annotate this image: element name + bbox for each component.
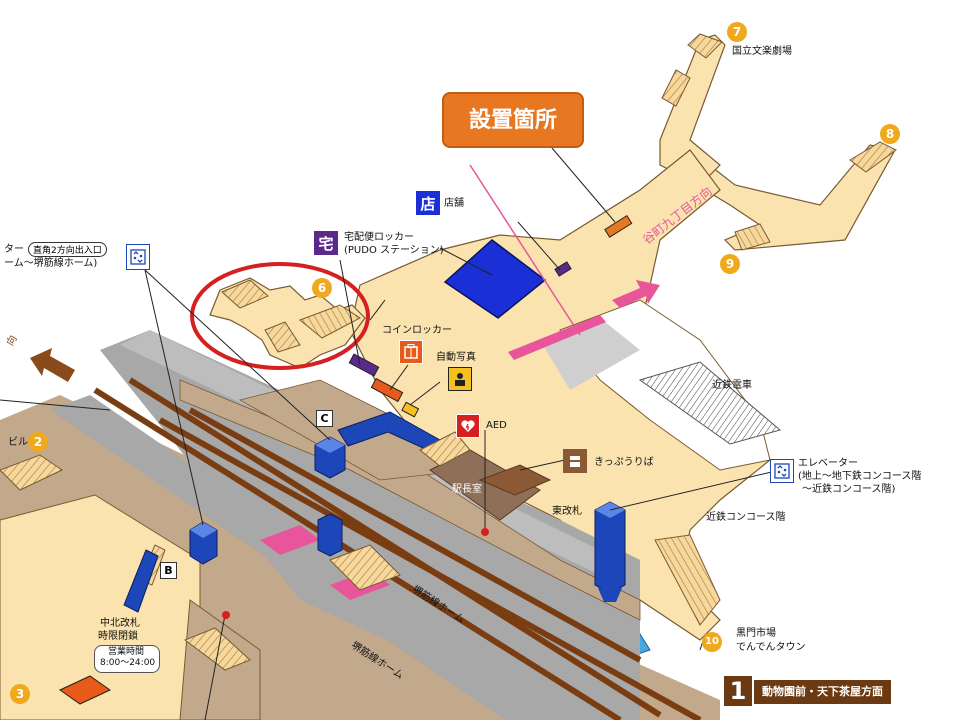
coin-locker-icon — [399, 340, 423, 364]
label-naka-kita-line2: 時限閉鎖 — [98, 631, 138, 642]
stair-mid — [329, 544, 401, 591]
label-elevator-line1: エレベーター — [798, 458, 858, 469]
label-east-gate: 東改札 — [552, 506, 582, 517]
shop-icon: 店 — [416, 191, 440, 215]
tag-right-angle-exit: 直角2方向出入口 — [28, 242, 107, 257]
exit-1-label: 動物園前・天下茶屋方面 — [754, 680, 891, 704]
label-ticket-sales: きっぷうりば — [594, 457, 654, 468]
label-kuromon-line1: 黒門市場 — [736, 628, 776, 639]
takuhai-locker-icon: 宅 — [314, 231, 338, 255]
label-takuhai-line1: 宅配便ロッカー — [344, 232, 414, 243]
label-shop: 店舗 — [444, 198, 464, 209]
exit-badge-7: 7 — [727, 22, 747, 42]
label-coin-locker: コインロッカー — [382, 325, 452, 336]
exit-letter-b: B — [160, 562, 177, 579]
exit-3-stair — [59, 675, 111, 705]
hours-box — [94, 645, 160, 673]
label-elevator-line3: ～近鉄コンコース階) — [802, 484, 896, 495]
exit-1-number: 1 — [724, 676, 752, 706]
exit-badge-6: 6 — [312, 278, 332, 298]
label-aed: AED — [486, 420, 507, 431]
purple-marker — [554, 261, 572, 277]
exit-badge-10: 10 — [702, 632, 722, 652]
elevator-east — [594, 501, 626, 602]
label-station-master: 駅長室 — [452, 484, 482, 495]
escalator-left — [123, 549, 159, 613]
label-hours-line1: 営業時間 — [108, 647, 145, 657]
upper-corridor — [659, 33, 897, 251]
exit-letter-c: C — [316, 410, 333, 427]
highlight-ellipse — [190, 262, 370, 370]
label-kintetsu-concourse: 近鉄コンコース階 — [706, 512, 786, 523]
label-biru: ビル — [8, 437, 28, 448]
exit-6-stairs — [209, 277, 366, 369]
label-left-top-1: ター — [4, 244, 24, 255]
label-naka-kita-line1: 中北改札 — [100, 618, 140, 629]
stair-center — [419, 431, 471, 467]
photo-booth-icon — [448, 367, 472, 391]
red-dot-1 — [481, 528, 489, 536]
ticket-office — [478, 464, 552, 496]
photo-booth-marker — [401, 401, 420, 418]
installation-callout: 設置箇所 — [442, 92, 584, 148]
exit-badge-2: 2 — [28, 432, 48, 452]
elevator-icon-right — [770, 459, 794, 483]
elevator-c — [314, 436, 346, 479]
exit-badge-8: 8 — [880, 124, 900, 144]
aed-icon — [456, 414, 480, 438]
exit-badge-9: 9 — [720, 254, 740, 274]
elevator-b — [189, 521, 218, 565]
red-dot-2 — [222, 611, 230, 619]
label-elevator-line2: (地上～地下鉄コンコース階 — [798, 471, 922, 482]
label-photo-booth: 自動写真 — [436, 352, 476, 363]
label-takuhai-line2: (PUDO ステーション) — [344, 245, 444, 256]
exit-badge-3: 3 — [10, 684, 30, 704]
coin-locker-marker — [370, 377, 404, 403]
label-national-theater: 国立文楽劇場 — [732, 46, 792, 57]
ticket-sales-icon — [563, 449, 587, 473]
label-left-top-2: ーム～堺筋線ホーム) — [4, 258, 98, 269]
label-hours-line2: 8:00～24:00 — [100, 658, 156, 668]
arrow-left — [30, 348, 75, 382]
takuhai-locker-marker — [348, 353, 380, 377]
label-kintetsu-train: 近鉄電車 — [712, 380, 752, 391]
elevator-icon-left — [126, 244, 150, 270]
pink-line — [469, 164, 581, 336]
installation-marker — [604, 215, 633, 238]
label-kuromon-line2: でんでんタウン — [736, 642, 806, 653]
elevator-small — [317, 513, 343, 557]
arrow-tanimachi — [612, 280, 660, 308]
